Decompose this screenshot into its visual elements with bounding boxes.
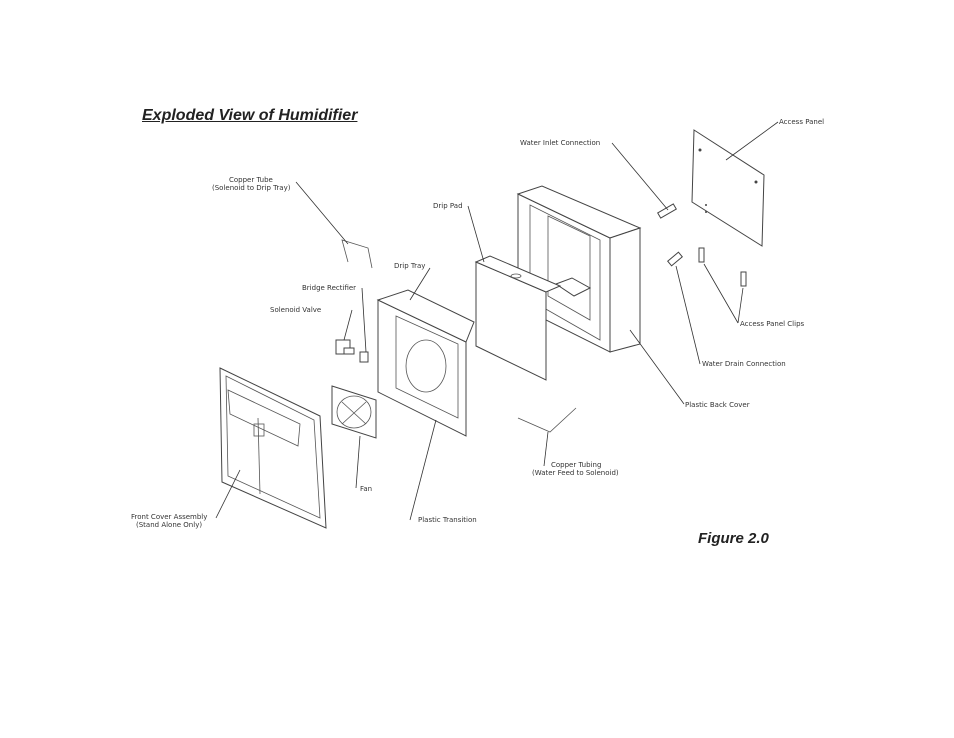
solenoid-valve-part: [335, 339, 355, 355]
plastic-transition-part: [376, 289, 475, 437]
solenoid-leader: [343, 309, 353, 341]
back-cover-label: Plastic Back Cover: [685, 401, 750, 409]
copper-tubing-part: [517, 407, 577, 433]
access-panel-part: [691, 129, 765, 247]
drip-tray-leader: [409, 267, 431, 301]
copper-tubing-leader: [543, 431, 549, 467]
front-cover-part: [219, 367, 327, 529]
water-inlet-part: [657, 203, 677, 219]
front-cover-leader: [215, 469, 241, 519]
figure-caption: Figure 2.0: [698, 530, 769, 547]
drain-leader: [675, 265, 701, 365]
copper-tube-leader: [295, 181, 349, 245]
water-inlet-leader: [611, 142, 669, 211]
drip-pad-part: [474, 255, 562, 381]
front-cover-label-2: (Stand Alone Only): [136, 521, 202, 529]
clips-leader: [703, 263, 744, 324]
water-inlet-label: Water Inlet Connection: [520, 139, 600, 147]
rectifier-label: Bridge Rectifier: [302, 284, 356, 292]
clips-label: Access Panel Clips: [740, 320, 805, 328]
transition-leader: [409, 419, 437, 521]
copper-tube-label-1: Copper Tube: [229, 176, 273, 184]
bridge-rectifier-part: [359, 351, 369, 363]
access-panel-label: Access Panel: [779, 118, 824, 126]
front-cover-label-1: Front Cover Assembly: [131, 513, 207, 521]
drain-label: Water Drain Connection: [702, 360, 786, 368]
solenoid-label: Solenoid Valve: [270, 306, 321, 314]
copper-tubing-label-1: Copper Tubing: [551, 461, 601, 469]
copper-tube-label-2: (Solenoid to Drip Tray): [212, 184, 291, 192]
drip-pad-leader: [467, 205, 485, 263]
water-drain-part: [667, 251, 683, 267]
copper-tube-part: [341, 239, 373, 269]
fan-part: [331, 385, 377, 439]
plastic-back-cover-part: [516, 185, 642, 353]
back-cover-leader: [629, 329, 685, 405]
transition-label: Plastic Transition: [418, 516, 477, 524]
rectifier-leader: [361, 287, 367, 353]
drip-pad-label: Drip Pad: [433, 202, 463, 210]
copper-tubing-label-2: (Water Feed to Solenoid): [532, 469, 619, 477]
access-panel-clips-part: [698, 247, 747, 287]
access-panel-leader: [725, 121, 779, 161]
fan-label: Fan: [360, 485, 372, 493]
drip-tray-label: Drip Tray: [394, 262, 425, 270]
fan-leader: [355, 435, 361, 489]
diagram-title: Exploded View of Humidifier: [142, 107, 358, 124]
